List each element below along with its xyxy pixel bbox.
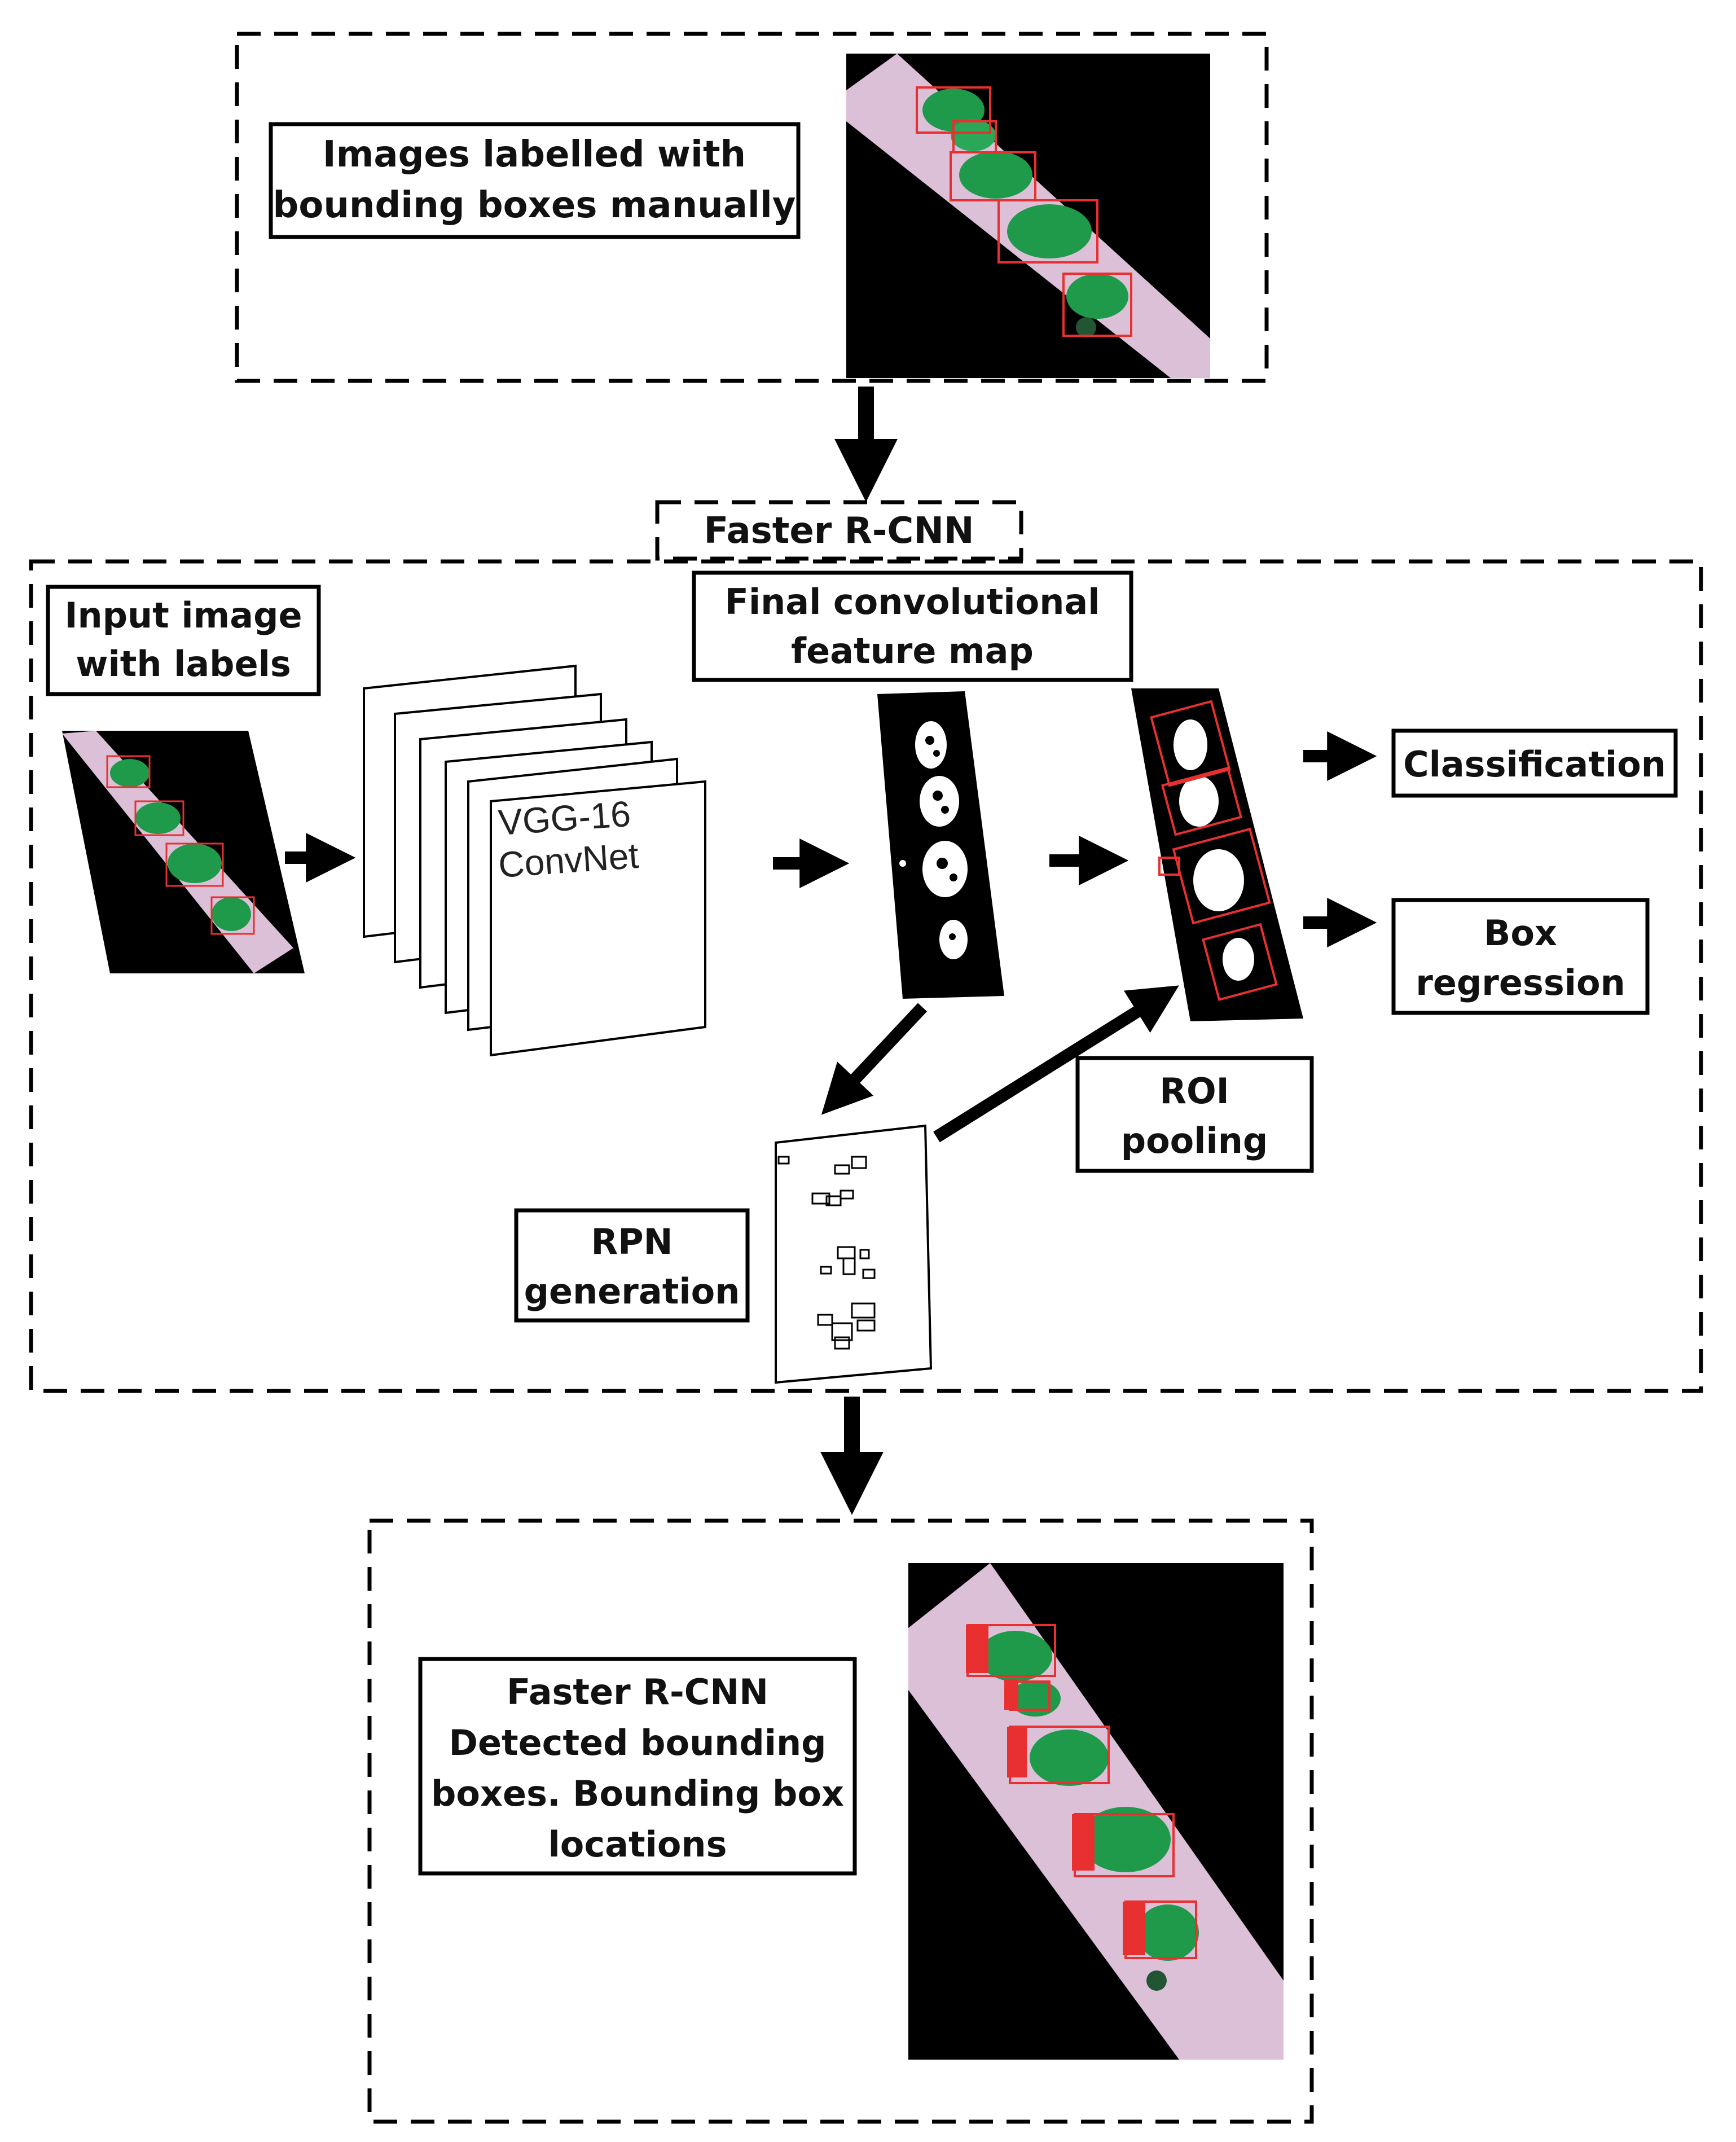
arrow-rpn-to-roi xyxy=(933,985,1179,1143)
input-image-line-2: with labels xyxy=(76,643,291,684)
box-regression-box: Box regression xyxy=(1391,898,1650,1015)
classification-label: Classification xyxy=(1403,744,1666,785)
box-regression-line-2: regression xyxy=(1416,962,1625,1003)
lesion-clusters xyxy=(922,89,1128,337)
manual-labelling-label-box: Images labelled with bounding boxes manu… xyxy=(269,122,801,239)
manual-labelling-line-1: Images labelled with xyxy=(323,134,746,175)
roi-feature-map-image xyxy=(1131,688,1303,1021)
feature-map-line-1: Final convolutional xyxy=(724,581,1100,622)
feature-map-label-box: Final convolutional feature map xyxy=(692,570,1133,682)
faster-rcnn-title: Faster R-CNN xyxy=(704,510,974,552)
labelled-biopsy-image xyxy=(846,54,1210,378)
roi-line-1: ROI xyxy=(1159,1070,1229,1112)
faster-rcnn-title-box: Faster R-CNN xyxy=(655,500,1023,561)
manual-labelling-panel xyxy=(235,32,1269,383)
detected-class-tags xyxy=(966,1625,1145,1955)
detected-biopsy-image xyxy=(908,1563,1284,2060)
vgg-line-1: VGG-16 xyxy=(497,793,632,843)
vgg-line-2: ConvNet xyxy=(497,835,640,885)
output-panel xyxy=(367,1518,1314,2124)
manual-bounding-boxes xyxy=(916,86,1132,337)
roi-pooling-label-box: ROI pooling xyxy=(1075,1056,1314,1173)
manual-labelling-line-2: bounding boxes manually xyxy=(273,185,796,226)
feature-map-image xyxy=(877,691,1004,999)
output-line-4: locations xyxy=(548,1824,727,1865)
input-image-line-1: Input image xyxy=(64,595,302,636)
input-biopsy-image xyxy=(62,731,305,973)
output-line-2: Detected bounding xyxy=(449,1722,826,1763)
rpn-generation-label-box: RPN generation xyxy=(514,1208,750,1323)
output-label-box: Faster R-CNN Detected bounding boxes. Bo… xyxy=(418,1657,857,1876)
rpn-proposals-sheet xyxy=(775,1124,933,1384)
faster-rcnn-panel xyxy=(29,559,1703,1393)
roi-line-2: pooling xyxy=(1121,1120,1268,1161)
box-regression-line-1: Box xyxy=(1484,912,1557,954)
arrow-feature-map-to-rpn xyxy=(821,1003,928,1115)
output-line-1: Faster R-CNN xyxy=(507,1671,768,1713)
rpn-line-1: RPN xyxy=(591,1221,673,1262)
vgg16-convnet-stack xyxy=(363,664,706,1057)
classification-box: Classification xyxy=(1391,728,1678,798)
rpn-line-2: generation xyxy=(524,1271,740,1312)
feature-map-line-2: feature map xyxy=(791,630,1034,671)
input-image-label-box: Input image with labels xyxy=(46,585,321,696)
output-line-3: boxes. Bounding box xyxy=(431,1773,844,1814)
